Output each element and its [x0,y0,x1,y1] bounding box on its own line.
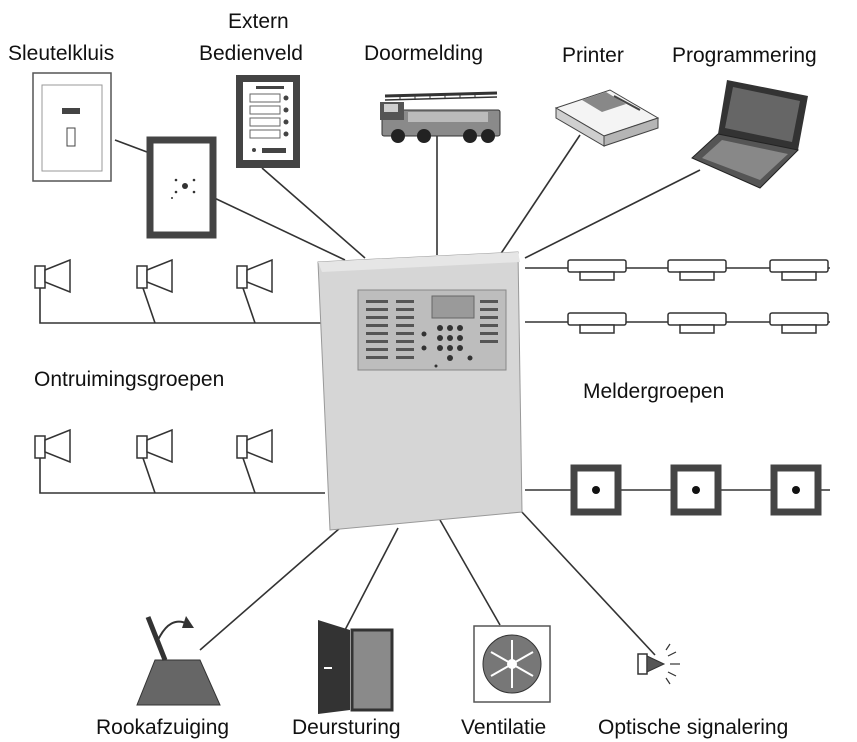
speaker-icon [34,258,71,294]
speaker-icon [34,428,71,464]
smoke-detector-icon [567,312,627,334]
manual-call-point-icon [770,464,822,516]
fire-truck-icon [380,91,501,143]
smoke-detector-icon [667,259,727,281]
smoke-detectors-row-1 [567,259,829,281]
label-optische-signalering: Optische signalering [598,716,788,739]
evacuation-speakers-top [34,258,273,294]
label-doormelding: Doormelding [364,42,483,65]
smoke-detector-icon [769,312,829,334]
door-control-icon [318,620,394,714]
smoke-detector-icon [769,259,829,281]
smoke-extraction-icon [136,616,221,706]
label-rookafzuiging: Rookafzuiging [96,716,229,739]
printer-icon [554,89,660,147]
key-safe-icon [32,72,112,182]
manual-call-points [570,464,822,516]
external-control-panel-icon [236,75,300,168]
manual-call-point-icon [570,464,622,516]
label-ontruimingsgroepen: Ontruimingsgroepen [34,368,224,391]
label-bedienveld: Bedienveld [199,42,303,65]
manual-call-point-icon [670,464,722,516]
label-sleutelkluis: Sleutelkluis [8,42,114,65]
laptop-icon [691,80,808,189]
speaker-icon [136,258,173,294]
speaker-icon [236,258,273,294]
control-panel [317,251,523,531]
ventilation-fan-icon [473,625,551,703]
optical-signal-icon [637,643,680,685]
evacuation-speakers-bottom [34,428,273,464]
speaker-icon [236,428,273,464]
speaker-icon [136,428,173,464]
label-meldergroepen: Meldergroepen [583,380,724,403]
smoke-detectors-row-2 [567,312,829,334]
key-safe-front-icon [146,136,217,239]
smoke-detector-icon [567,259,627,281]
label-extern: Extern [228,10,289,33]
label-deursturing: Deursturing [292,716,401,739]
label-ventilatie: Ventilatie [461,716,546,739]
label-programmering: Programmering [672,44,817,67]
smoke-detector-icon [667,312,727,334]
label-printer: Printer [562,44,624,67]
